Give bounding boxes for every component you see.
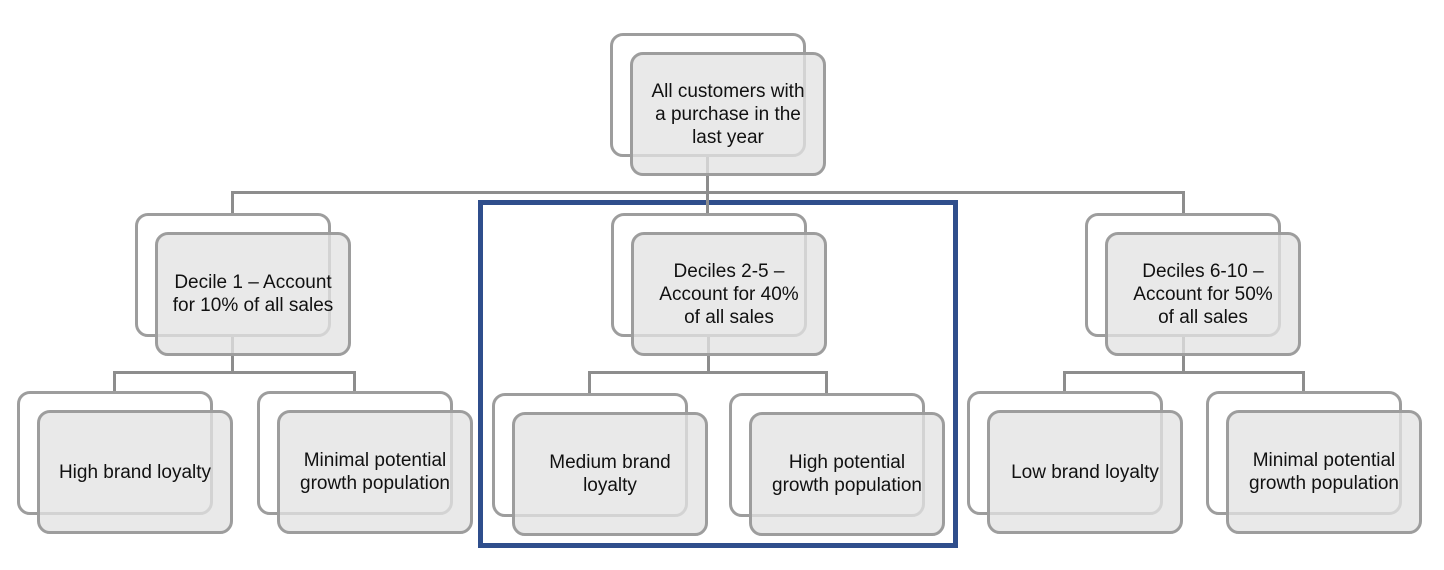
node-high-potential-growth: High potential growth population — [729, 393, 945, 536]
card: High potential growth population — [749, 412, 945, 536]
card: Decile 1 – Account for 10% of all sales — [155, 232, 351, 356]
card: Deciles 2-5 – Account for 40% of all sal… — [631, 232, 827, 356]
node-label: Minimal potential growth population — [1249, 450, 1399, 494]
node-low-brand-loyalty: Low brand loyalty — [967, 391, 1183, 534]
connector-branch2-drop-b — [825, 371, 828, 396]
connector-branch1-drop-a — [113, 371, 116, 394]
card: All customers with a purchase in the las… — [630, 52, 826, 176]
node-medium-brand-loyalty: Medium brand loyalty — [492, 393, 708, 536]
connector-tier1-drop-left — [231, 191, 234, 215]
node-high-brand-loyalty: High brand loyalty — [17, 391, 233, 534]
node-label: Deciles 6-10 – Account for 50% of all sa… — [1133, 260, 1273, 328]
connector-tier1-bar — [231, 191, 1185, 194]
node-deciles-2-5: Deciles 2-5 – Account for 40% of all sal… — [611, 213, 827, 356]
node-label: High potential growth population — [772, 452, 922, 496]
card: Deciles 6-10 – Account for 50% of all sa… — [1105, 232, 1301, 356]
node-label: High brand loyalty — [58, 461, 212, 483]
node-all-customers: All customers with a purchase in the las… — [610, 33, 826, 176]
connector-branch3-bar — [1063, 371, 1305, 374]
node-label: Low brand loyalty — [1011, 461, 1159, 483]
connector-branch2-drop-a — [588, 371, 591, 396]
highlight-frame — [478, 200, 958, 548]
node-minimal-potential-growth-right: Minimal potential growth population — [1206, 391, 1422, 534]
card: Minimal potential growth population — [277, 410, 473, 534]
node-minimal-potential-growth-left: Minimal potential growth population — [257, 391, 473, 534]
card: Low brand loyalty — [987, 410, 1183, 534]
connector-branch1-bar — [113, 371, 356, 374]
card: Minimal potential growth population — [1226, 410, 1422, 534]
connector-branch2-bar — [588, 371, 828, 374]
node-label: Deciles 2-5 – Account for 40% of all sal… — [659, 260, 799, 328]
connector-branch3-drop-a — [1063, 371, 1066, 394]
node-label: Minimal potential growth population — [300, 450, 450, 494]
card: Medium brand loyalty — [512, 412, 708, 536]
connector-branch3-drop-b — [1302, 371, 1305, 394]
node-label: All customers with a purchase in the las… — [651, 80, 805, 148]
node-decile-1: Decile 1 – Account for 10% of all sales — [135, 213, 351, 356]
node-label: Medium brand loyalty — [549, 452, 671, 496]
node-label: Decile 1 – Account for 10% of all sales — [172, 272, 334, 316]
connector-root-stem — [706, 157, 709, 215]
connector-tier1-drop-right — [1182, 191, 1185, 215]
card: High brand loyalty — [37, 410, 233, 534]
connector-branch1-drop-b — [353, 371, 356, 394]
node-deciles-6-10: Deciles 6-10 – Account for 50% of all sa… — [1085, 213, 1301, 356]
